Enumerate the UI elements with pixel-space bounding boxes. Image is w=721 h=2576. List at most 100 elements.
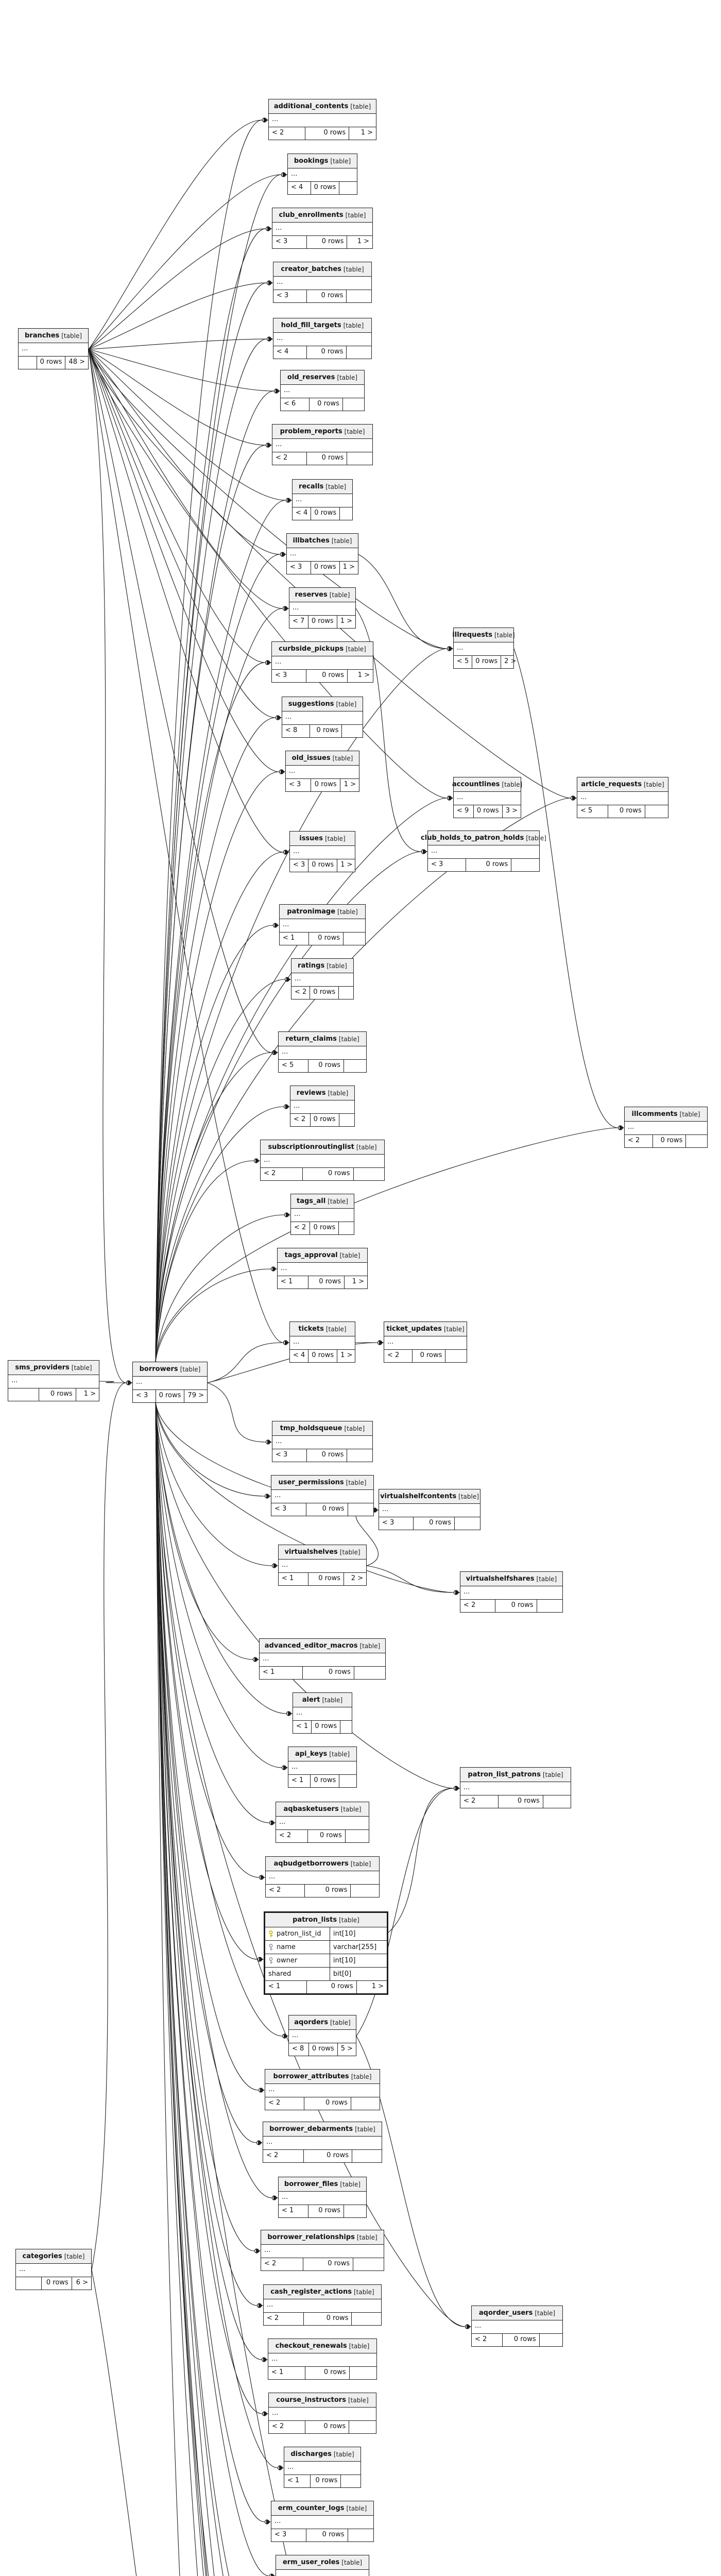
table-header[interactable]: club_holds_to_patron_holds[table] [421, 831, 546, 845]
table-header[interactable]: reserves[table] [289, 588, 355, 602]
table-header[interactable]: categories[table] [16, 2249, 91, 2264]
table-header[interactable]: return_claims[table] [279, 1032, 366, 1046]
table-header[interactable]: tags_all[table] [291, 1194, 354, 1209]
table-header[interactable]: patron_list_patrons[table] [460, 1768, 571, 1782]
table-header[interactable]: recalls[table] [293, 480, 352, 494]
table-header[interactable]: patron_lists[table] [265, 1913, 387, 1927]
table-header[interactable]: virtualshelfcontents[table] [379, 1489, 480, 1504]
table-header[interactable]: bookings[table] [288, 154, 357, 168]
table-header[interactable]: advanced_editor_macros[table] [260, 1639, 385, 1653]
table-header[interactable]: club_enrollments[table] [272, 208, 372, 223]
table-header[interactable]: sms_providers[table] [8, 1361, 99, 1375]
table-header[interactable]: suggestions[table] [282, 697, 363, 711]
table-header[interactable]: subscriptionroutinglist[table] [261, 1140, 384, 1155]
table-header[interactable]: course_instructors[table] [269, 2393, 376, 2408]
table-header[interactable]: borrower_relationships[table] [261, 2230, 384, 2245]
table-erm_user_roles[interactable]: erm_user_roles[table]...< 30 rows [276, 2555, 369, 2576]
table-header[interactable]: erm_counter_logs[table] [271, 2501, 373, 2516]
table-header[interactable]: borrower_debarments[table] [263, 2122, 382, 2137]
table-header[interactable]: virtualshelves[table] [279, 1545, 366, 1560]
table-header[interactable]: curbside_pickups[table] [272, 642, 373, 656]
table-header[interactable]: ticket_updates[table] [384, 1322, 467, 1336]
table-header[interactable]: borrowers[table] [133, 1362, 207, 1377]
table-header[interactable]: aqorder_users[table] [472, 2306, 562, 2320]
table-header[interactable]: ratings[table] [291, 959, 353, 973]
table-header[interactable]: aqbudgetborrowers[table] [266, 1857, 379, 1871]
table-header[interactable]: illbatches[table] [287, 534, 358, 548]
table-header[interactable]: additional_contents[table] [269, 99, 376, 114]
table-header[interactable]: reviews[table] [290, 1086, 354, 1100]
table-header[interactable]: api_keys[table] [288, 1747, 356, 1761]
table-header[interactable]: branches[table] [19, 329, 88, 343]
table-header[interactable]: cash_register_actions[table] [264, 2285, 381, 2299]
table-header[interactable]: checkout_renewals[table] [268, 2339, 376, 2353]
table-header[interactable]: old_reserves[table] [281, 370, 364, 385]
table-header[interactable]: borrower_files[table] [279, 2177, 366, 2192]
table-header[interactable]: accountlines[table] [452, 777, 522, 792]
table-header[interactable]: tags_approval[table] [278, 1248, 367, 1263]
table-header[interactable]: illcomments[table] [625, 1107, 707, 1122]
table-header[interactable]: issues[table] [290, 832, 355, 846]
table-header[interactable]: creator_batches[table] [273, 262, 371, 277]
table-header[interactable]: aqorders[table] [289, 2015, 356, 2030]
table-header[interactable]: borrower_attributes[table] [265, 2070, 380, 2084]
table-header[interactable]: erm_user_roles[table] [276, 2555, 369, 2570]
table-header[interactable]: old_issues[table] [286, 751, 359, 766]
table-header[interactable]: aqbasketusers[table] [276, 1802, 369, 1817]
table-header[interactable]: problem_reports[table] [272, 425, 372, 439]
table-header[interactable]: alert[table] [293, 1693, 352, 1707]
